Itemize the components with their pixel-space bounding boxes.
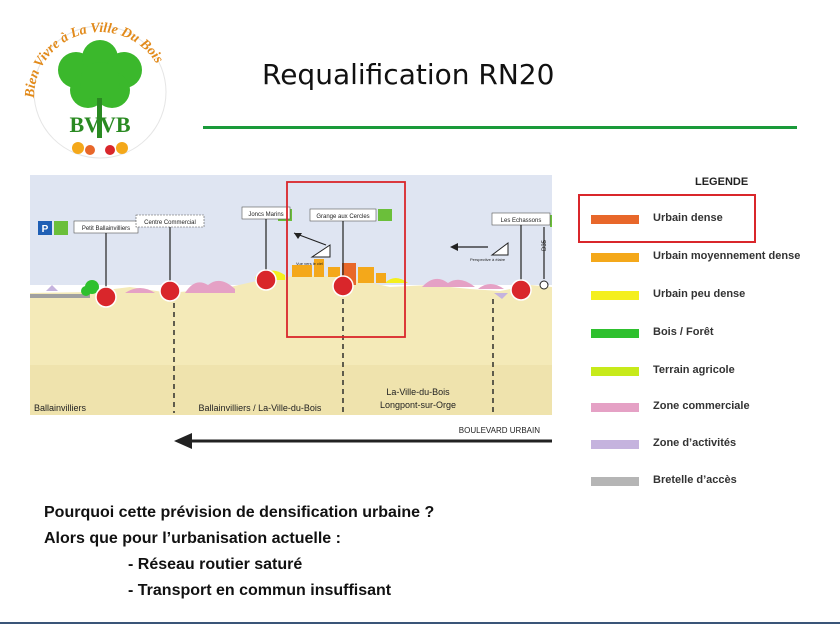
legend-highlight-box: [578, 194, 756, 243]
leaves-icon: [72, 142, 128, 155]
tree-icon: [81, 286, 91, 296]
place-label-centre: Centre Commercial: [144, 220, 196, 226]
place-label-grange: Grange aux Cercles: [316, 214, 369, 220]
legend-label: Zone d’activités: [653, 437, 737, 449]
zone-activites-shape: [46, 285, 58, 291]
legend-item-zone-activites: Zone d’activités: [575, 435, 835, 455]
legend-item-bretelle-acces: Bretelle d’accès: [575, 472, 835, 492]
clover-icon: [58, 40, 142, 138]
legend-item-terrain-agricole: Terrain agricole: [575, 362, 835, 382]
legend-panel: LEGENDE Urbain dense Urbain moyennement …: [575, 172, 840, 502]
legend-swatch: [591, 367, 639, 376]
legend-item-urbain-moyennement-dense: Urbain moyennement dense: [575, 248, 835, 268]
legend-swatch: [591, 329, 639, 338]
red-node-markers: [95, 269, 549, 308]
perspective-label: Perspective à élaire: [470, 257, 506, 262]
eye-icon: [490, 242, 509, 256]
legend-swatch: [591, 440, 639, 449]
zone-activites-shape: [494, 293, 508, 299]
legend-item-urbain-dense: Urbain dense: [575, 210, 835, 230]
zone-commerciale-shapes: [125, 278, 504, 293]
page-title: Requalification RN20: [262, 58, 555, 91]
place-label-petit: Petit Ballainvilliers: [82, 226, 130, 232]
urbain-moyennement-dense-shapes: [292, 259, 386, 283]
legend-label: Zone commerciale: [653, 400, 750, 412]
svg-text:P: P: [42, 224, 49, 235]
legend-label: Bois / Forêt: [653, 326, 714, 338]
question-block: Pourquoi cette prévision de densificatio…: [44, 500, 434, 604]
logo-letters: BVVB: [69, 112, 130, 137]
legend-item-bois-foret: Bois / Forêt: [575, 324, 835, 344]
legend-swatch: [591, 215, 639, 224]
place-label-echassons: Les Echassons: [501, 218, 542, 224]
legend-item-urbain-peu-dense: Urbain peu dense: [575, 286, 835, 306]
title-underline: [203, 126, 797, 129]
legend-label: Urbain dense: [653, 212, 723, 224]
legend-swatch: [591, 403, 639, 412]
zone-label-lvdb: La-Ville-du-Bois: [386, 387, 450, 397]
d35-label: D35: [542, 239, 548, 251]
question-line-1: Pourquoi cette prévision de densificatio…: [44, 504, 435, 521]
legend-label: Urbain moyennement dense: [653, 250, 801, 262]
legend-label: Bretelle d’accès: [653, 474, 737, 486]
legend-title: LEGENDE: [695, 176, 749, 188]
bike-icon: [378, 209, 392, 221]
boulevard-label: BOULEVARD URBAIN: [459, 426, 540, 435]
parking-icon: [38, 221, 52, 235]
bretelle-segment: [30, 294, 90, 298]
view-ciel-label: Vue vers le ciel: [296, 261, 323, 266]
legend-label: Urbain peu dense: [653, 288, 746, 300]
rn20-cross-section-diagram: P Petit Ballainvilliers Centre Commercia…: [30, 175, 552, 449]
focus-highlight-box: [286, 181, 406, 338]
footer-rule: [0, 622, 840, 624]
legend-item-zone-commerciale: Zone commerciale: [575, 398, 835, 418]
place-label-joncs: Joncs Marins: [248, 212, 283, 218]
zone-label-longpont: Longpont-sur-Orge: [380, 400, 456, 410]
legend-swatch: [591, 477, 639, 486]
eye-icon: [310, 244, 331, 258]
zone-label-ballain-lvdb: Ballainvilliers / La-Ville-du-Bois: [199, 403, 322, 413]
bullet-transport-commun: - Transport en commun insuffisant: [128, 582, 392, 599]
zone-label-ballainvilliers: Ballainvilliers: [34, 403, 87, 413]
bvvb-logo: Bien Vivre à La Ville Du Bois BVVB: [23, 21, 167, 159]
bullet-reseau-routier: - Réseau routier saturé: [128, 556, 303, 573]
legend-swatch: [591, 291, 639, 300]
question-line-2: Alors que pour l’urbanisation actuelle :: [44, 530, 341, 547]
legend-swatch: [591, 253, 639, 262]
legend-label: Terrain agricole: [653, 364, 735, 376]
bike-icon: [54, 221, 68, 235]
